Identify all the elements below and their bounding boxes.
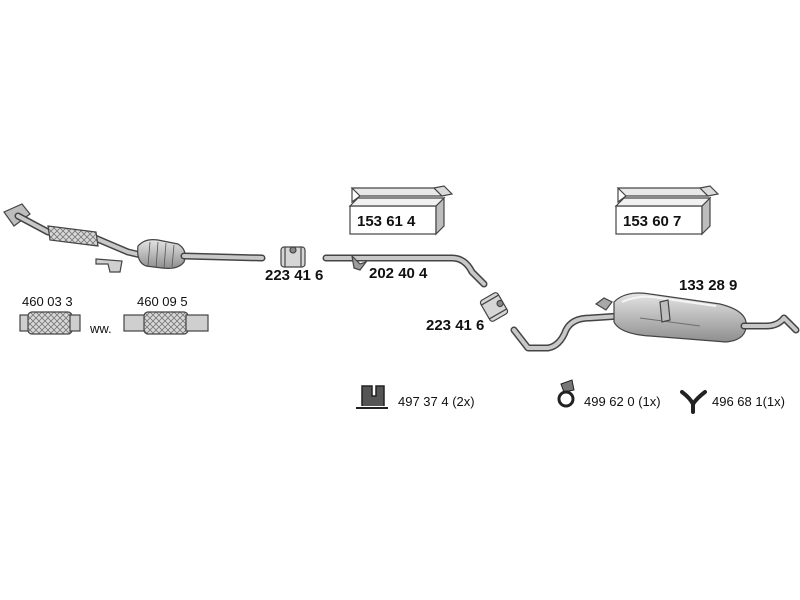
rear-silencer-label: 133 28 9 (679, 277, 737, 294)
flex-pipe-b (123, 311, 209, 335)
y-hanger-label: 496 68 1(1x) (712, 394, 785, 409)
rubber-ring-icon (557, 379, 575, 408)
flex-pipe-a-label: 460 03 3 (22, 294, 73, 309)
mount-bracket-icon (356, 385, 388, 409)
mount-bracket-label: 497 37 4 (2x) (398, 394, 475, 409)
y-hanger-icon (680, 390, 707, 414)
box-right-label: 153 60 7 (623, 213, 681, 230)
clamp-second (479, 292, 509, 322)
flex-pipe-a (19, 311, 81, 335)
flex-separator-label: ww. (89, 321, 112, 336)
mid-pipe-label: 202 40 4 (369, 265, 428, 282)
rubber-ring-label: 499 62 0 (1x) (584, 394, 661, 409)
package-box-right (614, 185, 720, 236)
package-box-left (348, 185, 454, 236)
clamp-first (280, 246, 306, 268)
clamp-first-label: 223 41 6 (265, 267, 323, 284)
front-pipe-catalytic-converter (3, 203, 266, 273)
clamp-second-label: 223 41 6 (426, 317, 484, 334)
rear-silencer (510, 292, 800, 352)
middle-pipe (322, 254, 488, 288)
box-left-label: 153 61 4 (357, 213, 416, 230)
flex-pipe-b-label: 460 09 5 (137, 294, 188, 309)
